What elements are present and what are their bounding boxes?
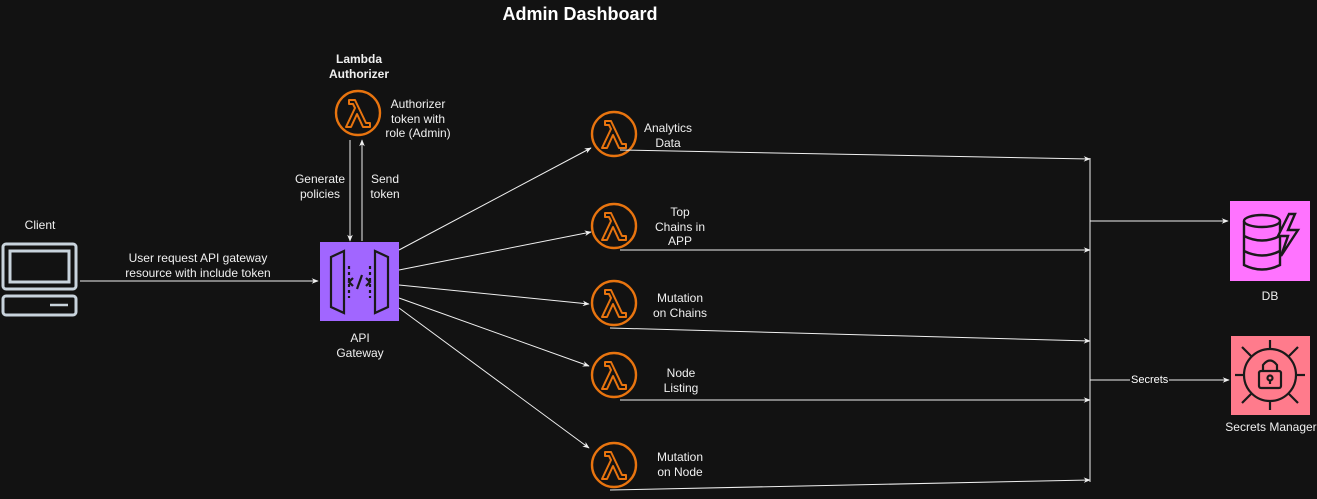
- lambda-top-chains-label-line-1: Top: [670, 205, 690, 219]
- edge-gateway-to-mutation-node: [398, 307, 590, 449]
- lambda-mutation-chains-icon[interactable]: [590, 279, 638, 327]
- lambda-analytics-icon[interactable]: [590, 110, 638, 158]
- send-token-line-1: Send: [370, 172, 400, 186]
- edge-mutation-chains-out: [609, 327, 1091, 344]
- edge-analytics-out: [619, 149, 1091, 162]
- lambda-analytics-label-line-2: Data: [655, 135, 681, 150]
- authorizer-note-line-2: token with: [390, 111, 446, 126]
- lambda-mutation-chains-label-line-1: Mutation: [656, 291, 704, 305]
- edge-gateway-to-analytics: [398, 147, 592, 251]
- api-gateway-label: API Gateway: [336, 331, 383, 360]
- generate-policies-line-1: Generate: [294, 172, 346, 186]
- lambda-mutation-node-label: Mutation on Node: [657, 450, 703, 479]
- authorizer-note-line-1: Authorizer: [390, 97, 446, 111]
- lambda-mutation-node-label-line-2: on Node: [657, 464, 703, 479]
- lambda-mutation-chains-label: Mutation on Chains: [653, 291, 707, 320]
- lambda-top-chains-label: Top Chains in APP: [655, 205, 705, 249]
- lambda-mutation-node-icon[interactable]: [590, 441, 638, 489]
- generate-policies-line-2: policies: [299, 186, 341, 201]
- authorizer-title: Lambda Authorizer: [329, 52, 389, 81]
- lambda-analytics-label-line-1: Analytics: [643, 121, 693, 135]
- send-token-label: Send token: [370, 172, 399, 201]
- request-edge-label-line-2: resource with include token: [125, 265, 271, 280]
- request-edge-label-line-1: User request API gateway: [128, 251, 268, 265]
- lambda-analytics-label: Analytics Data: [644, 121, 692, 150]
- lambda-top-chains-label-line-3: APP: [667, 234, 692, 248]
- page-title: Admin Dashboard: [502, 4, 658, 24]
- api-gateway-icon[interactable]: [320, 242, 399, 321]
- edge-gateway-to-mutation-chains: [398, 284, 590, 307]
- edge-gateway-to-node-listing: [398, 297, 590, 367]
- lambda-node-listing-icon[interactable]: [590, 351, 638, 399]
- edge-mutation-node-out: [609, 477, 1091, 491]
- authorizer-note-line-3: role (Admin): [385, 126, 451, 140]
- edge-gateway-to-top-chains: [398, 230, 592, 271]
- db-label: DB: [1261, 289, 1279, 303]
- lambda-mutation-node-label-line-1: Mutation: [656, 450, 704, 464]
- generate-policies-label: Generate policies: [295, 172, 345, 201]
- secrets-manager-label: Secrets Manager: [1225, 420, 1317, 434]
- lambda-node-listing-label: Node Listing: [664, 366, 699, 395]
- lambda-authorizer-icon[interactable]: [334, 89, 382, 137]
- client-computer-icon[interactable]: [1, 242, 78, 317]
- api-gateway-label-line-1: API: [350, 331, 370, 345]
- request-edge-label: User request API gateway resource with i…: [125, 251, 270, 280]
- secrets-edge-label: Secrets: [1130, 374, 1170, 386]
- authorizer-title-line-2: Authorizer: [329, 66, 389, 81]
- lambda-top-chains-icon[interactable]: [590, 202, 638, 250]
- database-icon[interactable]: [1230, 201, 1310, 281]
- api-gateway-label-line-2: Gateway: [336, 345, 384, 360]
- lambda-node-listing-label-line-1: Node: [666, 366, 696, 380]
- lambda-mutation-chains-label-line-2: on Chains: [652, 305, 708, 320]
- secrets-manager-icon[interactable]: [1231, 336, 1310, 415]
- lambda-node-listing-label-line-2: Listing: [663, 380, 699, 395]
- authorizer-title-line-1: Lambda: [335, 52, 382, 66]
- authorizer-note: Authorizer token with role (Admin): [385, 97, 450, 141]
- lambda-top-chains-label-line-2: Chains in: [654, 219, 706, 234]
- client-label: Client: [24, 218, 56, 232]
- send-token-line-2: token: [370, 186, 400, 201]
